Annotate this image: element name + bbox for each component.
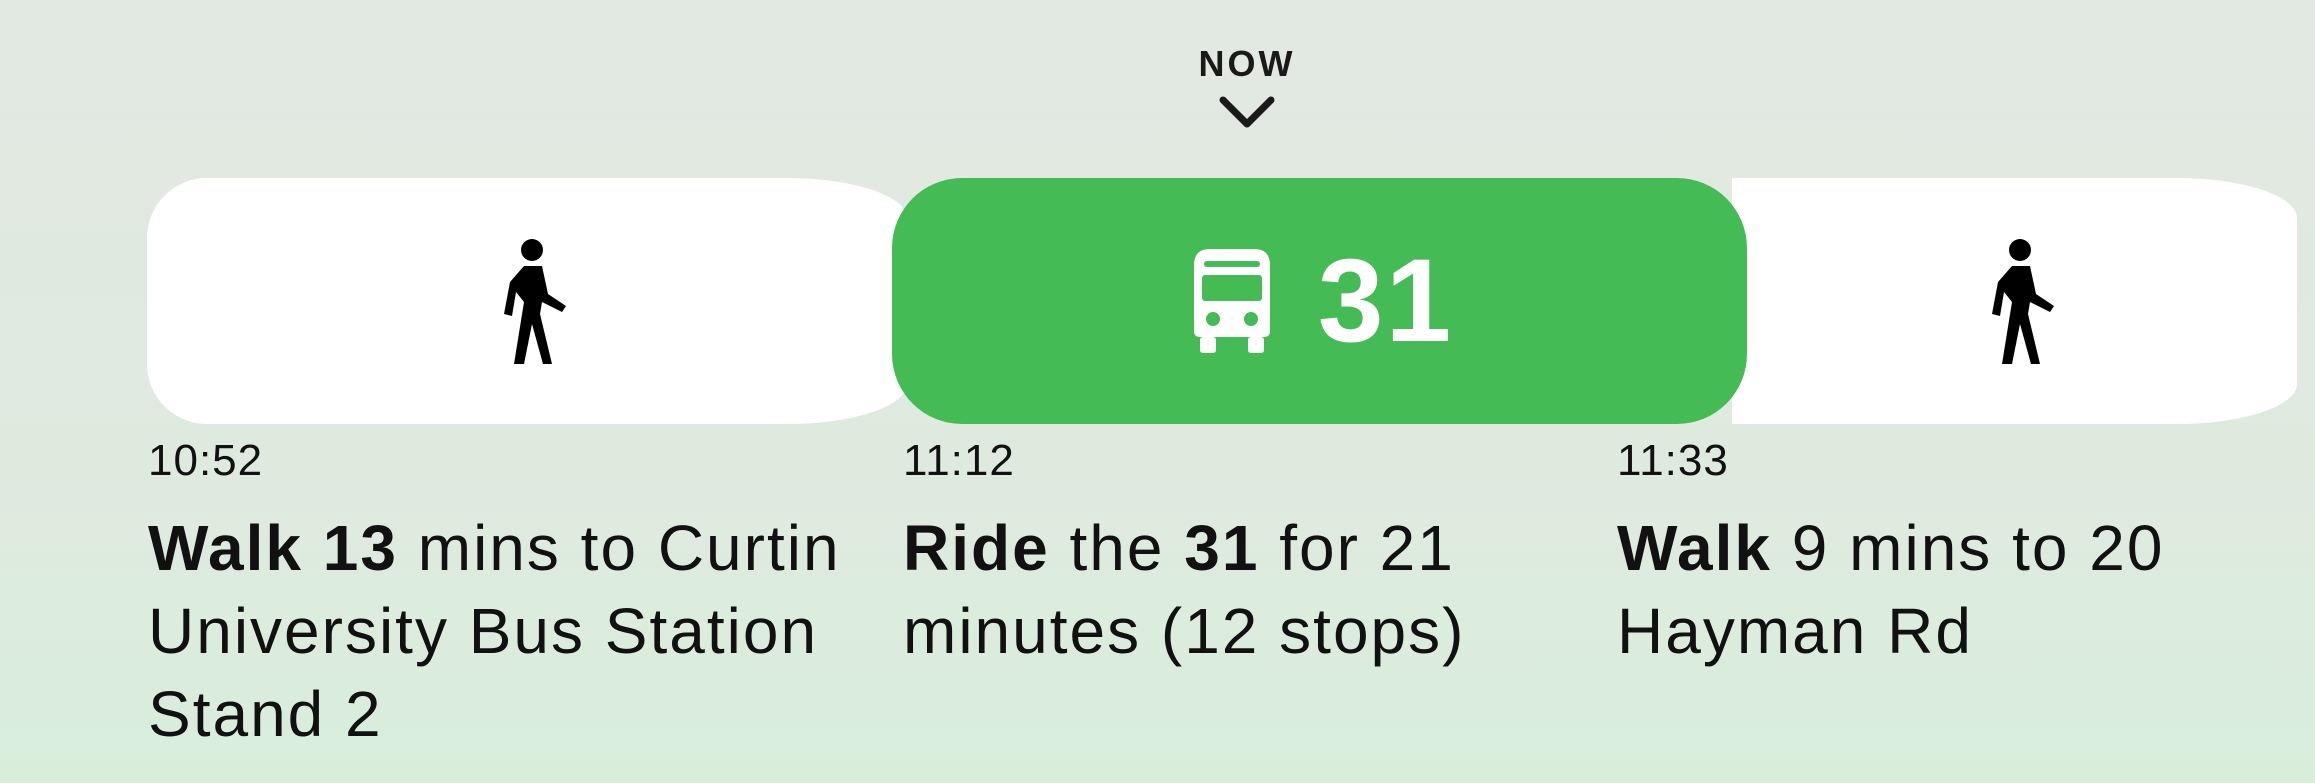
walk-leg-2-bar[interactable] — [1732, 178, 2297, 424]
leg-route: 31 — [1184, 512, 1260, 584]
now-label: NOW — [1198, 43, 1296, 84]
journey-legs-bar: 31 — [147, 178, 2297, 424]
leg-description: Walk 13 mins to Curtin University Bus St… — [148, 507, 888, 756]
walk-icon — [1970, 236, 2060, 366]
leg-verb: Ride — [903, 512, 1050, 584]
leg-start-time: 10:52 — [148, 436, 264, 485]
leg-start-time: 11:12 — [903, 436, 1015, 485]
bus-icon — [1186, 247, 1278, 355]
leg-duration: 13 — [322, 512, 398, 584]
walk-leg-2-info: 11:33 Walk 9 mins to 20 Hayman Rd — [1617, 435, 2257, 673]
leg-description: Ride the 31 for 21 minutes (12 stops) — [903, 512, 1466, 667]
leg-ride-details: for 21 minutes (12 stops) — [903, 512, 1466, 667]
bus-leg-info: 11:12 Ride the 31 for 21 minutes (12 sto… — [903, 435, 1603, 673]
leg-destination: 9 mins to 20 Hayman Rd — [1617, 512, 2165, 667]
chevron-down-icon — [1219, 96, 1275, 128]
leg-description: Walk 9 mins to 20 Hayman Rd — [1617, 507, 2257, 673]
leg-verb: Walk — [1617, 512, 1772, 584]
walk-leg-1-bar[interactable] — [147, 178, 907, 424]
bus-leg-content: 31 — [1186, 242, 1453, 360]
walk-leg-1-info: 10:52 Walk 13 mins to Curtin University … — [148, 435, 888, 756]
walk-icon — [482, 236, 572, 366]
leg-destination: mins to Curtin University Bus Station St… — [148, 512, 841, 750]
now-marker: NOW — [1197, 44, 1297, 132]
route-number-badge: 31 — [1317, 235, 1454, 367]
leg-verb: Walk — [148, 512, 303, 584]
leg-start-time: 11:33 — [1617, 436, 1729, 485]
bus-leg-bar[interactable]: 31 — [892, 178, 1747, 424]
